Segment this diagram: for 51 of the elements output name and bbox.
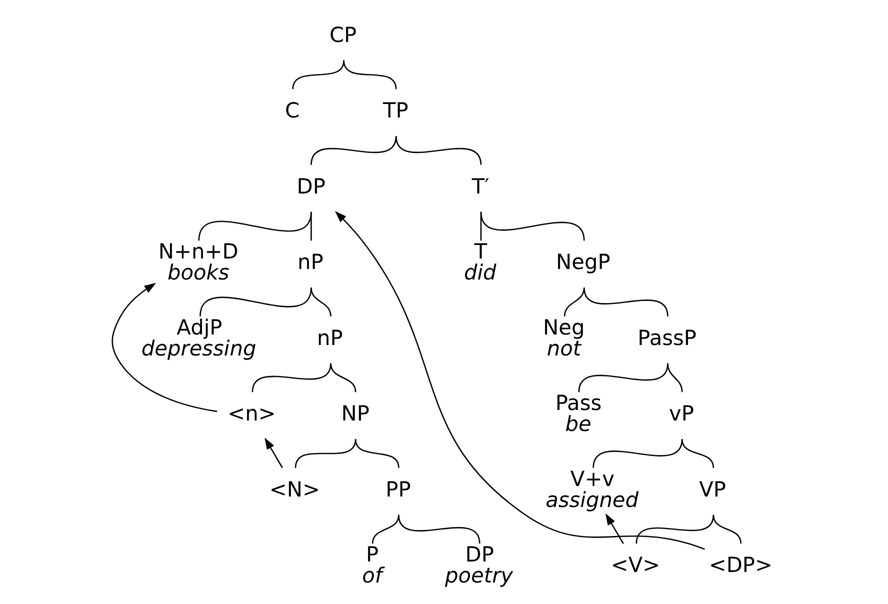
node-text: T did	[463, 240, 496, 285]
node-text: DP poetry	[444, 542, 513, 588]
node-text: Neg not	[542, 315, 584, 360]
node-text: T′	[471, 174, 489, 198]
node-text: NegP	[556, 250, 610, 274]
node-text: <N>	[268, 477, 320, 502]
node-text: DP	[296, 174, 325, 198]
node-text: nP	[316, 326, 342, 350]
connector	[635, 514, 714, 544]
connector	[666, 363, 682, 392]
connector	[310, 288, 331, 316]
node-text: vP	[668, 402, 694, 426]
connector	[394, 136, 482, 165]
connector	[371, 514, 399, 544]
connector	[310, 212, 312, 241]
node-text: C	[284, 98, 300, 123]
node-text: <n>	[227, 402, 276, 426]
node-text: <V>	[610, 553, 660, 578]
arrow	[334, 210, 704, 550]
connector	[398, 514, 480, 544]
node-text: N+n+D books	[158, 240, 238, 285]
connector	[294, 439, 356, 468]
connector	[712, 514, 741, 544]
node-text: PP	[385, 477, 410, 502]
connector	[251, 363, 331, 392]
connector	[480, 212, 584, 241]
connector	[310, 136, 396, 165]
node-text: AdjP depressing	[140, 315, 256, 360]
node-text: nP	[296, 250, 323, 274]
node-text: Pass be	[554, 391, 602, 436]
connector	[198, 212, 312, 241]
node-text: PassP	[637, 326, 696, 350]
connector	[292, 60, 344, 90]
connector	[578, 363, 668, 392]
connector	[330, 363, 356, 392]
arrow	[604, 513, 624, 544]
node-text: V+v assigned	[545, 466, 638, 512]
node-text: TP	[382, 98, 408, 123]
connector	[592, 439, 682, 468]
node-text: <DP>	[708, 553, 772, 578]
connector	[342, 60, 396, 90]
connector	[680, 439, 714, 468]
node-text: NP	[340, 402, 369, 426]
node-text: CP	[328, 22, 356, 47]
arrow	[111, 282, 217, 412]
arrow	[264, 438, 282, 468]
node-text: VP	[698, 477, 726, 502]
connector	[563, 288, 584, 316]
connector	[583, 288, 668, 316]
connector	[199, 288, 312, 316]
connector	[354, 439, 399, 468]
